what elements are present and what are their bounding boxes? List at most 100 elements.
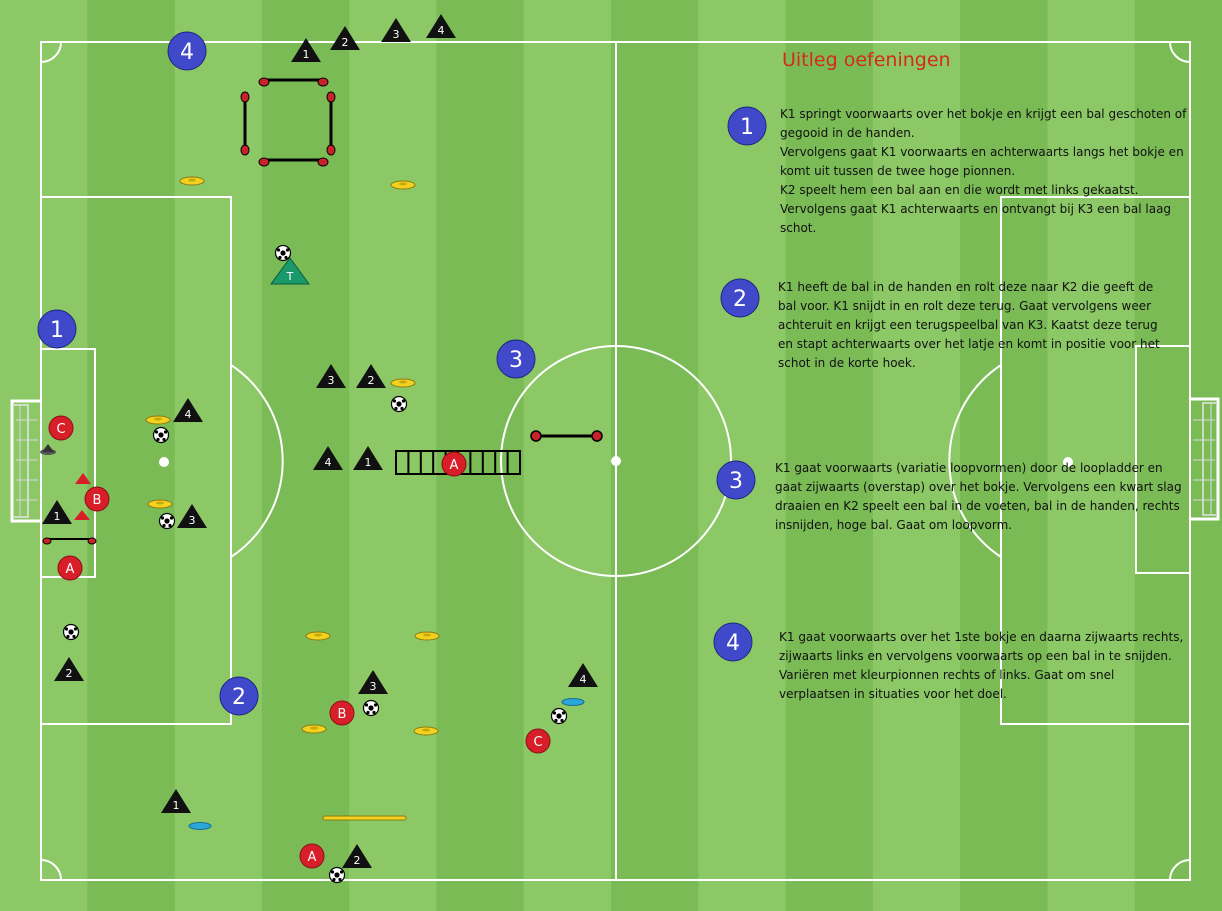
grass-stripe (87, 0, 176, 911)
grass-stripe (174, 0, 263, 911)
ball (152, 426, 170, 444)
numbered-cone: 1 (42, 500, 72, 524)
grass-stripe (1047, 0, 1136, 911)
explanation-4-text: K1 gaat voorwaarts over het 1ste bokje e… (779, 630, 1184, 701)
yellow-marker (414, 631, 440, 641)
cone-label: 2 (354, 854, 361, 867)
legend-badge: 1 (727, 106, 767, 146)
ball (362, 699, 380, 717)
station-badge-label: 4 (180, 40, 194, 65)
player: A (57, 555, 83, 581)
yellow-markers (145, 176, 440, 736)
balls (62, 244, 568, 884)
numbered-cone: 2 (356, 364, 386, 388)
player-label: C (56, 422, 65, 437)
cone-label: 4 (438, 24, 445, 37)
yellow-marker (145, 415, 171, 425)
player: B (84, 486, 110, 512)
numbered-cones: 1 2 3 4 4 1 3 2 3 4 2 1 1 2 3 4 (42, 14, 598, 868)
grass-stripe (960, 0, 1049, 911)
cone-label: 3 (370, 680, 377, 693)
legend-title: Uitleg oefeningen (782, 49, 951, 71)
player: C (48, 415, 74, 441)
station-badge-label: 2 (232, 685, 246, 710)
legend-badge: 3 (716, 460, 756, 500)
explanation-2-text: K1 heeft de bal in de handen en rolt dez… (778, 280, 1160, 370)
yellow-marker (305, 631, 331, 641)
cone-label: 4 (325, 456, 332, 469)
grass-stripe (523, 0, 612, 911)
legend-badge-label: 3 (729, 469, 743, 494)
numbered-cone: 1 (353, 446, 383, 470)
cone-label: 4 (185, 408, 192, 421)
player: C (525, 728, 551, 754)
legend-badge-label: 2 (733, 287, 747, 312)
players: C B A A B C A (48, 415, 551, 869)
ball (158, 512, 176, 530)
trainer-label: T (286, 270, 294, 283)
legend-badge-label: 1 (740, 115, 754, 140)
numbered-cone: 2 (330, 26, 360, 50)
red-cones-station-1 (74, 473, 91, 520)
station-badges: 1 2 3 4 (37, 31, 536, 716)
ball (390, 395, 408, 413)
numbered-cone: 1 (291, 38, 321, 62)
station-badge: 4 (167, 31, 207, 71)
cone-label: 2 (66, 667, 73, 680)
station-badge-label: 1 (50, 318, 64, 343)
explanation-1-text: K1 springt voorwaarts over het bokje en … (780, 107, 1187, 235)
grass-stripe (1134, 0, 1222, 911)
ball (550, 707, 568, 725)
station-badge: 2 (219, 676, 259, 716)
player-label: B (338, 707, 347, 722)
hurdle-station-1 (42, 537, 97, 545)
player-label: A (308, 850, 317, 865)
grass-stripe (261, 0, 351, 911)
numbered-cone: 4 (426, 14, 456, 38)
numbered-cone: 2 (54, 657, 84, 681)
yellow-marker (301, 724, 327, 734)
blue-marker (561, 698, 585, 706)
player: A (299, 843, 325, 869)
yellow-marker (390, 378, 416, 388)
legend-badge: 2 (720, 278, 760, 318)
pitch-spots (159, 456, 1073, 467)
blue-marker (188, 822, 212, 830)
numbered-cone: 3 (358, 670, 388, 694)
cone-label: 4 (580, 673, 587, 686)
cone-label: 1 (365, 456, 372, 469)
station-badge-label: 3 (509, 348, 523, 373)
yellow-marker (147, 499, 173, 509)
grass-stripe (611, 0, 700, 911)
bar-station-2 (322, 815, 407, 821)
numbered-cone: 2 (342, 844, 372, 868)
cone-label: 1 (173, 799, 180, 812)
legend-badges: 1 2 3 4 (713, 106, 767, 662)
station-badge: 3 (496, 339, 536, 379)
hurdle-square-station-4 (240, 77, 336, 167)
numbered-cone: 4 (568, 663, 598, 687)
numbered-cone: 4 (313, 446, 343, 470)
numbered-cone: 3 (177, 504, 207, 528)
cone-label: 3 (393, 28, 400, 41)
numbered-cone: 1 (161, 789, 191, 813)
yellow-marker (390, 180, 416, 190)
trainer: T (270, 257, 310, 285)
grass-stripe (872, 0, 962, 911)
hurdles (42, 77, 603, 545)
station-badge: 1 (37, 309, 77, 349)
cone-label: 2 (342, 36, 349, 49)
cone-label: 3 (189, 514, 196, 527)
numbered-cone: 3 (316, 364, 346, 388)
grass-stripe (698, 0, 787, 911)
player-label: A (66, 562, 75, 577)
numbered-cone: 4 (173, 398, 203, 422)
goal-right (1190, 397, 1220, 521)
player-label: C (533, 735, 542, 750)
player-label: A (450, 458, 459, 473)
legend-badge: 4 (713, 622, 753, 662)
cone-label: 2 (368, 374, 375, 387)
grey-cone-station-1 (40, 444, 56, 455)
blue-markers (188, 698, 585, 830)
